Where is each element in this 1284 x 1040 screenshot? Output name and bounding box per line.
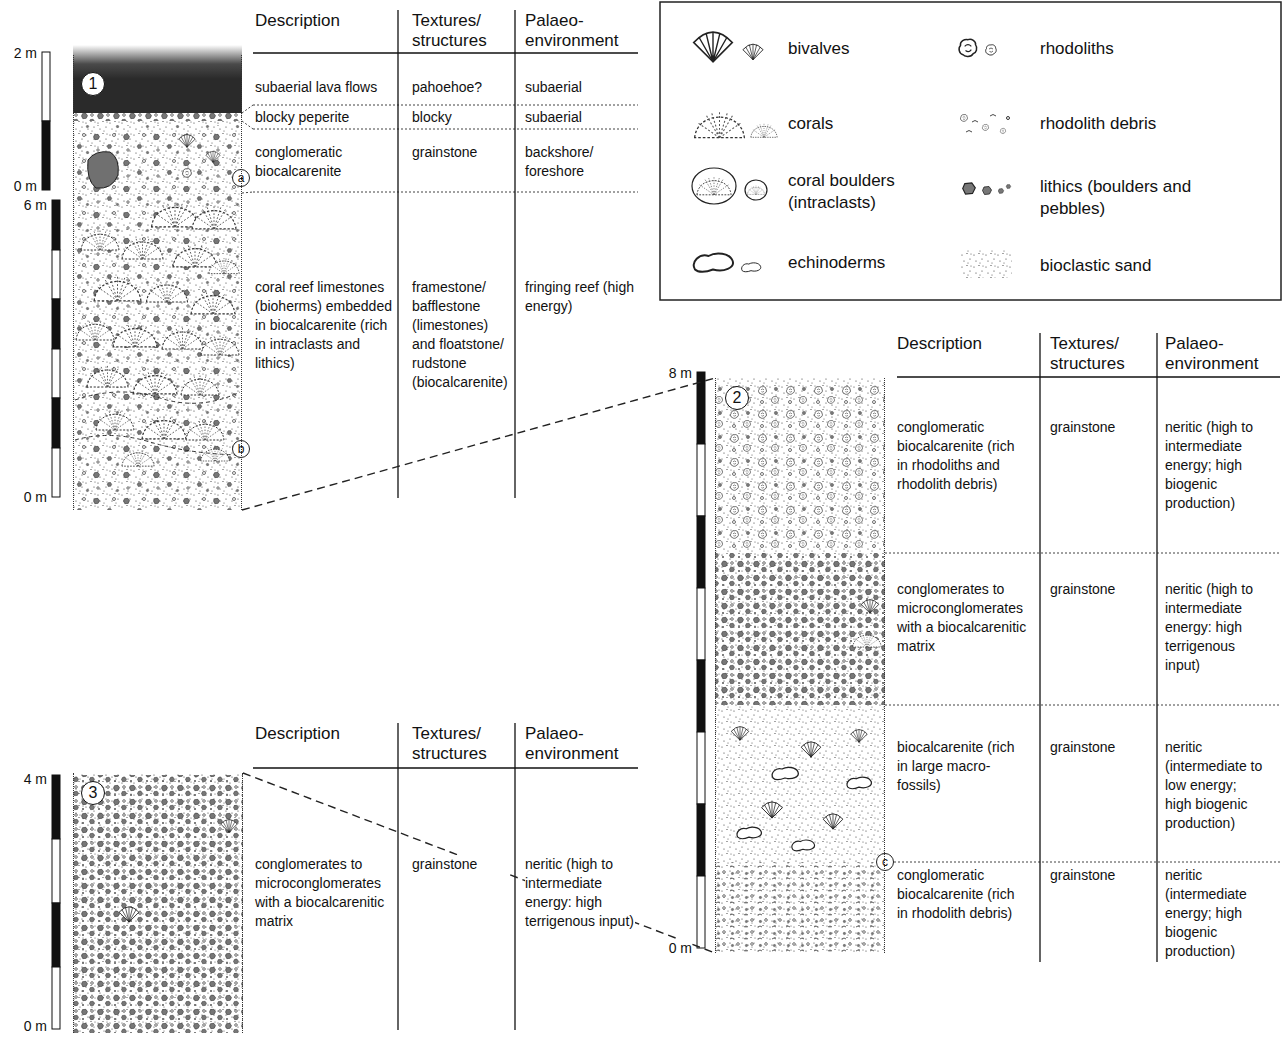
- table-cell: fringing reef (high energy): [525, 278, 635, 316]
- column-header: Textures/ structures: [412, 724, 512, 764]
- column-header: Textures/ structures: [1050, 334, 1150, 374]
- table-cell: subaerial lava flows: [255, 78, 395, 97]
- legend-label: corals: [788, 113, 938, 135]
- legend-frame: [660, 2, 1281, 300]
- scale-bars: [42, 52, 705, 1029]
- table-cell: subaerial: [525, 78, 635, 97]
- scale-label: 8 m: [630, 364, 692, 383]
- table-rules: [242, 10, 1280, 1030]
- callout-letter: c: [876, 853, 894, 871]
- table-cell: conglomeratic biocalcarenite (rich in rh…: [897, 866, 1027, 923]
- column-header: Description: [255, 11, 395, 31]
- legend-label: rhodoliths: [1040, 38, 1240, 60]
- column-header: Palaeo- environment: [525, 724, 637, 764]
- table-cell: neritic (intermediate energy; high bioge…: [1165, 866, 1265, 961]
- column-header: Textures/ structures: [412, 11, 512, 51]
- callout-letter: b: [232, 440, 250, 458]
- table-cell: grainstone: [1050, 580, 1150, 599]
- correlation-line: [243, 773, 715, 953]
- legend-label: bioclastic sand: [1040, 255, 1240, 277]
- table-cell: framestone/ bafflestone (limestones) and…: [412, 278, 512, 392]
- log-column-2: [715, 378, 885, 953]
- correlation-line: [242, 378, 715, 510]
- section-number: 1: [81, 72, 105, 96]
- scale-label: 0 m: [0, 177, 37, 196]
- table-cell: biocalcarenite (rich in large macro- fos…: [897, 738, 1027, 795]
- scale-label: 0 m: [630, 939, 692, 958]
- log-column-3: [73, 773, 243, 1033]
- table-cell: grainstone: [412, 855, 512, 874]
- legend-label: lithics (boulders and pebbles): [1040, 176, 1220, 220]
- table-cell: subaerial: [525, 108, 635, 127]
- scale-label: 4 m: [0, 770, 47, 789]
- table-cell: neritic (high to intermediate energy; hi…: [1165, 418, 1265, 513]
- log-column: 3: [73, 773, 243, 1033]
- scale-label: 0 m: [0, 488, 47, 507]
- column-header: Description: [897, 334, 1037, 354]
- table-cell: blocky peperite: [255, 108, 395, 127]
- log-column: 2: [715, 378, 885, 953]
- log-column-1: [73, 45, 242, 510]
- table-cell: blocky: [412, 108, 512, 127]
- table-cell: conglomerates to microconglomerates with…: [255, 855, 395, 931]
- legend-label: coral boulders (intraclasts): [788, 170, 923, 214]
- scale-label: 0 m: [0, 1017, 47, 1036]
- table-cell: grainstone: [1050, 866, 1150, 885]
- table-cell: grainstone: [1050, 738, 1150, 757]
- table-cell: coral reef limestones (bioherms) embedde…: [255, 278, 395, 373]
- table-cell: neritic (high to intermediate energy: hi…: [1165, 580, 1265, 675]
- table-cell: conglomeratic biocalcarenite: [255, 143, 395, 181]
- legend-label: rhodolith debris: [1040, 113, 1240, 135]
- table-cell: neritic (high to intermediate energy: hi…: [525, 855, 635, 931]
- section-number: 3: [81, 781, 105, 805]
- column-header: Palaeo- environment: [1165, 334, 1277, 374]
- table-cell: grainstone: [412, 143, 512, 162]
- table-cell: backshore/ foreshore: [525, 143, 635, 181]
- section-number: 2: [725, 386, 749, 410]
- column-header: Palaeo- environment: [525, 11, 637, 51]
- column-header: Description: [255, 724, 395, 744]
- table-cell: conglomeratic biocalcarenite (rich in rh…: [897, 418, 1027, 494]
- table-cell: pahoehoe?: [412, 78, 512, 97]
- callout-letter: a: [232, 169, 250, 187]
- scale-label: 6 m: [0, 196, 47, 215]
- scale-label: 2 m: [0, 44, 37, 63]
- legend-label: bivalves: [788, 38, 938, 60]
- table-cell: conglomerates to microconglomerates with…: [897, 580, 1038, 656]
- log-column: 1: [73, 55, 242, 510]
- table-cell: grainstone: [1050, 418, 1150, 437]
- table-cell: neritic (intermediate to low energy; hig…: [1165, 738, 1265, 833]
- legend-label: echinoderms: [788, 252, 938, 274]
